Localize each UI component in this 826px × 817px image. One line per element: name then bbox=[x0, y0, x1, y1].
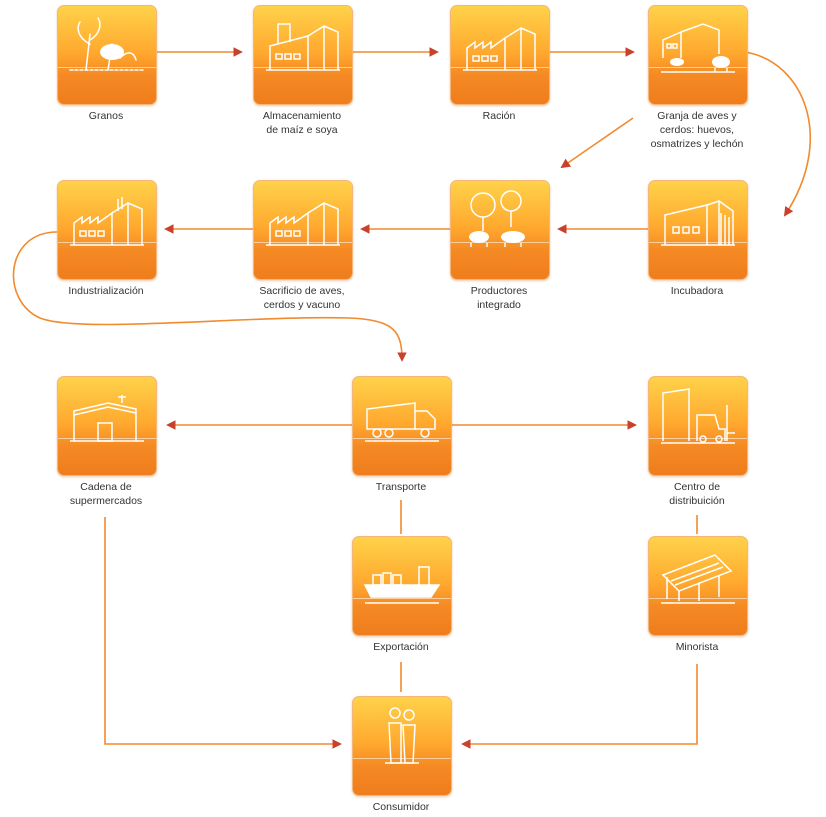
node-transporte: Transporte bbox=[352, 376, 452, 493]
arrow-minorista-to-consumidor bbox=[461, 664, 698, 749]
node-consumidor: Consumidor bbox=[352, 696, 452, 813]
node-cadena: Cadena de supermercados bbox=[57, 376, 157, 507]
label-exportacion: Exportación bbox=[373, 641, 429, 653]
slaughterhouse-icon bbox=[266, 202, 340, 246]
silo-warehouse-icon bbox=[266, 23, 340, 71]
node-industrializacion: Industrialización bbox=[57, 180, 157, 297]
cargo-ship-icon bbox=[363, 566, 441, 604]
node-incubadora: Incubadora bbox=[648, 180, 748, 297]
node-centro: Centro de distribuición bbox=[648, 376, 748, 507]
node-racion: Ración bbox=[450, 5, 550, 122]
arrow-granja-to-productores bbox=[560, 117, 634, 169]
node-minorista: Minorista bbox=[648, 536, 748, 653]
node-sacrificio: Sacrificio de aves, cerdos y vacuno bbox=[253, 180, 353, 311]
tile-transporte bbox=[352, 376, 452, 476]
tile-granja bbox=[648, 5, 748, 105]
trees-livestock-icon bbox=[469, 190, 525, 247]
label-centro: Centro de distribuición bbox=[669, 481, 725, 507]
couple-icon bbox=[385, 707, 419, 764]
arrow-granja-to-incubadora bbox=[744, 51, 811, 217]
tile-cadena bbox=[57, 376, 157, 476]
forklift-warehouse-icon bbox=[661, 388, 735, 444]
tile-consumidor bbox=[352, 696, 452, 796]
factory-icon bbox=[463, 27, 537, 71]
tile-centro bbox=[648, 376, 748, 476]
hatchery-building-icon bbox=[661, 200, 735, 246]
label-consumidor: Consumidor bbox=[372, 801, 430, 813]
label-productores: Productores integrado bbox=[470, 285, 528, 311]
plants-icon bbox=[69, 17, 145, 71]
tile-minorista bbox=[648, 536, 748, 636]
farm-animals-icon bbox=[661, 23, 735, 73]
label-racion: Ración bbox=[482, 110, 516, 122]
arrow-industrializacion-to-transporte bbox=[12, 231, 407, 362]
tile-industrializacion bbox=[57, 180, 157, 280]
arrow-cadena-to-consumidor bbox=[104, 517, 342, 749]
tile-almacenamiento bbox=[253, 5, 353, 105]
industrial-plant-icon bbox=[70, 197, 144, 246]
node-granja: Granja de aves y cerdos: huevos, osmatri… bbox=[648, 5, 748, 150]
label-industrializacion: Industrialización bbox=[68, 285, 144, 297]
tile-incubadora bbox=[648, 180, 748, 280]
tile-sacrificio bbox=[253, 180, 353, 280]
supermarket-icon bbox=[70, 395, 144, 442]
tile-racion bbox=[450, 5, 550, 105]
node-exportacion: Exportación bbox=[352, 536, 452, 653]
label-granos: Granos bbox=[88, 110, 124, 122]
node-almacenamiento: Almacenamiento de maíz e soya bbox=[253, 5, 353, 136]
tile-exportacion bbox=[352, 536, 452, 636]
truck-icon bbox=[365, 402, 439, 442]
label-transporte: Transporte bbox=[375, 481, 427, 493]
label-incubadora: Incubadora bbox=[670, 285, 724, 297]
tile-granos bbox=[57, 5, 157, 105]
label-cadena: Cadena de supermercados bbox=[69, 481, 143, 507]
label-almacenamiento: Almacenamiento de maíz e soya bbox=[262, 110, 342, 136]
node-granos: Granos bbox=[57, 5, 157, 122]
node-productores: Productores integrado bbox=[450, 180, 550, 311]
label-granja: Granja de aves y cerdos: huevos, osmatri… bbox=[650, 110, 744, 150]
tile-productores bbox=[450, 180, 550, 280]
label-sacrificio: Sacrificio de aves, cerdos y vacuno bbox=[259, 285, 345, 311]
label-minorista: Minorista bbox=[675, 641, 719, 653]
retail-store-icon bbox=[661, 554, 735, 604]
